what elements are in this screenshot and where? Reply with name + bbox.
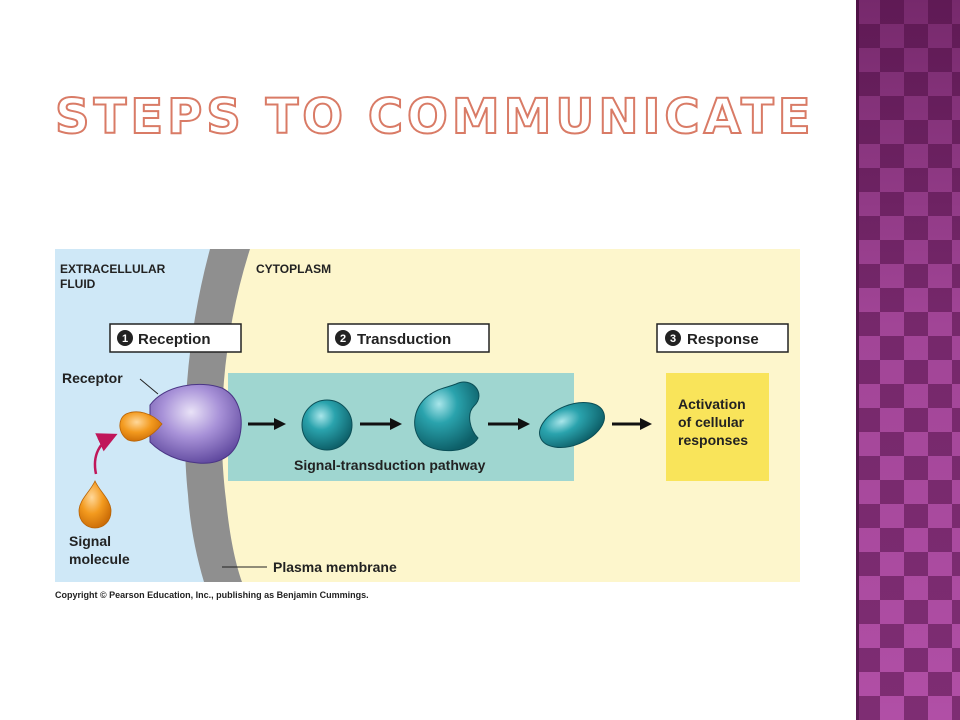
step-number-3: 3 <box>670 333 676 345</box>
pathway-arrows <box>248 418 652 430</box>
relay-molecule-2 <box>414 381 480 452</box>
step-number-2: 2 <box>340 333 346 345</box>
extracellular-label-line1: EXTRACELLULAR <box>60 262 166 276</box>
receptor-protein <box>149 383 242 464</box>
step-label-reception: Reception <box>138 331 211 348</box>
step-label-transduction: Transduction <box>357 331 451 348</box>
extracellular-label-line2: FLUID <box>60 277 96 291</box>
receptor-label: Receptor <box>62 370 123 386</box>
step-reception: 1 Reception <box>109 323 242 353</box>
free-signal-molecule <box>78 480 112 529</box>
relay-molecule-1 <box>301 399 353 451</box>
receptor-label-leader <box>139 378 159 395</box>
response-box <box>666 373 769 481</box>
plasma-membrane-label: Plasma membrane <box>273 559 397 575</box>
relay-molecule-3 <box>539 402 605 448</box>
copyright-notice: Copyright © Pearson Education, Inc., pub… <box>55 590 369 600</box>
signal-transduction-pathway-box <box>228 373 574 481</box>
step-response: 3 Response <box>656 323 789 353</box>
response-line-3: responses <box>678 432 748 448</box>
step-number-1: 1 <box>122 333 128 345</box>
step-label-response: Response <box>687 331 759 348</box>
signal-label-line2: molecule <box>69 551 130 567</box>
bound-signal-molecule <box>119 411 163 442</box>
response-line-1: Activation <box>678 396 746 412</box>
cytoplasm-label: CYTOPLASM <box>256 262 331 276</box>
slide-title: Steps to Communicate <box>54 89 815 145</box>
binding-arrow <box>93 433 118 475</box>
pathway-label: Signal-transduction pathway <box>294 457 486 473</box>
signal-label-line1: Signal <box>69 533 111 549</box>
response-line-2: of cellular <box>678 414 745 430</box>
decorative-side-band <box>856 0 960 720</box>
step-transduction: 2 Transduction <box>327 323 490 353</box>
